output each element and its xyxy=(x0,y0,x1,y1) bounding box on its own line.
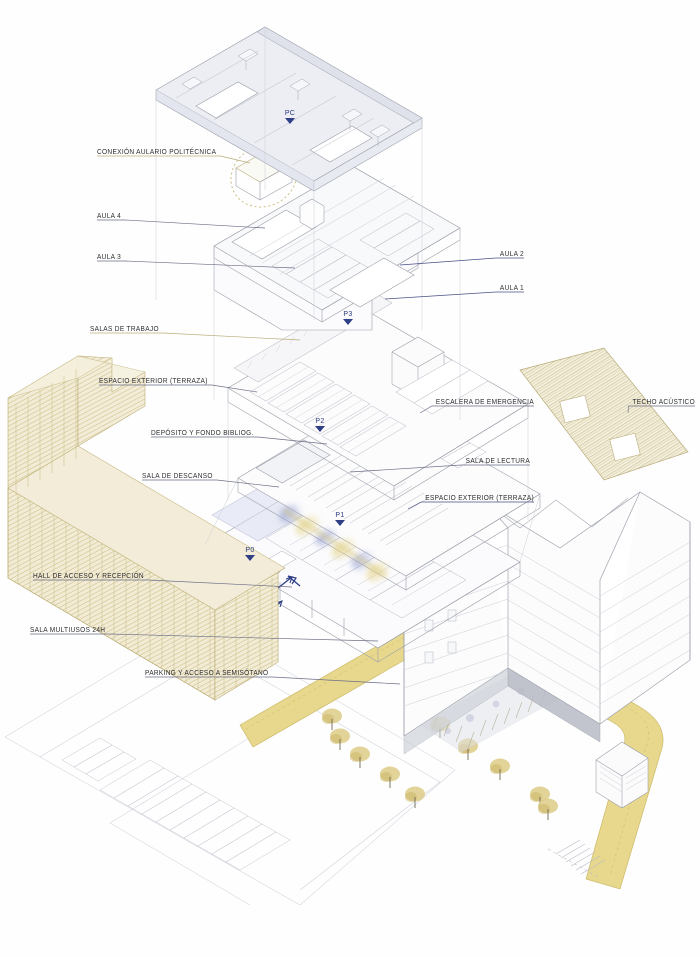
triangle-down-icon xyxy=(335,520,345,526)
triangle-down-icon xyxy=(285,118,295,124)
annotation-label-sala-de-descanso: SALA DE DESCANSO xyxy=(142,472,213,480)
level-marker-p2: P2 xyxy=(308,418,332,432)
circulation-flow-stem xyxy=(282,507,388,579)
annotation-label-aula-3: AULA 3 xyxy=(97,253,122,261)
leader-line-deposito-fondo xyxy=(151,436,328,445)
leader-line-sala-de-lectura xyxy=(349,464,530,473)
site-ground-plan xyxy=(4,619,456,906)
circulation-arrow-main xyxy=(287,575,301,587)
annotation-label-espacio-exterior-terraza-2: ESPACIO EXTERIOR (TERRAZA) xyxy=(425,494,534,502)
level-marker-pc: PC xyxy=(278,110,302,124)
level-marker-label: P3 xyxy=(343,311,353,318)
annotation-label-aula-4: AULA 4 xyxy=(97,212,122,220)
annotation-label-salas-de-trabajo: SALAS DE TRABAJO xyxy=(90,325,159,333)
level-P3-classrooms xyxy=(213,144,461,331)
leader-line-escalera-emergencia xyxy=(419,405,534,414)
annotation-label-espacio-exterior-terraza-1: ESPACIO EXTERIOR (TERRAZA) xyxy=(99,377,208,385)
level-marker-p0: P0 xyxy=(238,547,262,561)
leader-line-aula-3 xyxy=(97,260,296,269)
leader-line-hall-acceso xyxy=(33,579,293,588)
leader-line-aula-2 xyxy=(399,257,524,266)
annotation-label-conexion-aulario: CONEXIÓN AULARIO POLITÉCNICA xyxy=(97,148,217,156)
acoustic-ceiling-panel xyxy=(519,347,689,481)
annotation-label-sala-multiusos: SALA MULTIUSOS 24H xyxy=(30,626,106,634)
zebra-crossing xyxy=(547,839,606,878)
level-marker-label: P2 xyxy=(315,418,325,425)
annotation-label-sala-de-lectura: SALA DE LECTURA xyxy=(465,457,530,465)
annotation-label-escalera-emergencia: ESCALERA DE EMERGENCIA xyxy=(435,398,534,406)
leader-line-espacio-exterior-terraza-1 xyxy=(99,384,258,393)
annotation-label-aula-1: AULA 1 xyxy=(499,284,524,292)
level-marker-p3: P3 xyxy=(336,311,360,325)
leader-line-sala-multiusos xyxy=(30,633,379,642)
level-marker-label: P1 xyxy=(335,512,345,519)
annotation-label-aula-2: AULA 2 xyxy=(499,250,524,258)
annotation-label-techo-acustico: TECHO ACÚSTICO xyxy=(632,398,695,406)
annotation-label-parking-semisotano: PARKING Y ACCESO A SEMISÓTANO xyxy=(145,669,269,677)
level-PC-roof xyxy=(155,26,423,192)
annotation-label-hall-acceso: HALL DE ACCESO Y RECEPCIÓN xyxy=(33,572,144,580)
retaining-wall xyxy=(403,667,601,755)
wooden-louver-screen xyxy=(7,355,286,701)
leader-line-techo-acustico xyxy=(627,405,695,414)
leader-line-aula-4 xyxy=(97,219,266,229)
level-marker-p1: P1 xyxy=(328,512,352,526)
leader-line-aula-1 xyxy=(384,291,524,300)
leader-line-salas-de-trabajo xyxy=(90,332,301,341)
triangle-down-icon xyxy=(343,319,353,325)
leader-line-sala-de-descanso xyxy=(142,479,280,488)
level-marker-label: P0 xyxy=(245,547,255,554)
level-marker-label: PC xyxy=(284,110,296,117)
leader-line-parking-semisotano xyxy=(145,676,401,685)
annotation-label-deposito-fondo: DEPÓSITO Y FONDO BIBLIOG. xyxy=(151,429,254,437)
leader-line-espacio-exterior-terraza-2 xyxy=(407,501,534,510)
triangle-down-icon xyxy=(245,555,255,561)
explosion-guides xyxy=(155,27,541,563)
leader-line-conexion-aulario xyxy=(97,155,251,164)
triangle-down-icon xyxy=(315,426,325,432)
